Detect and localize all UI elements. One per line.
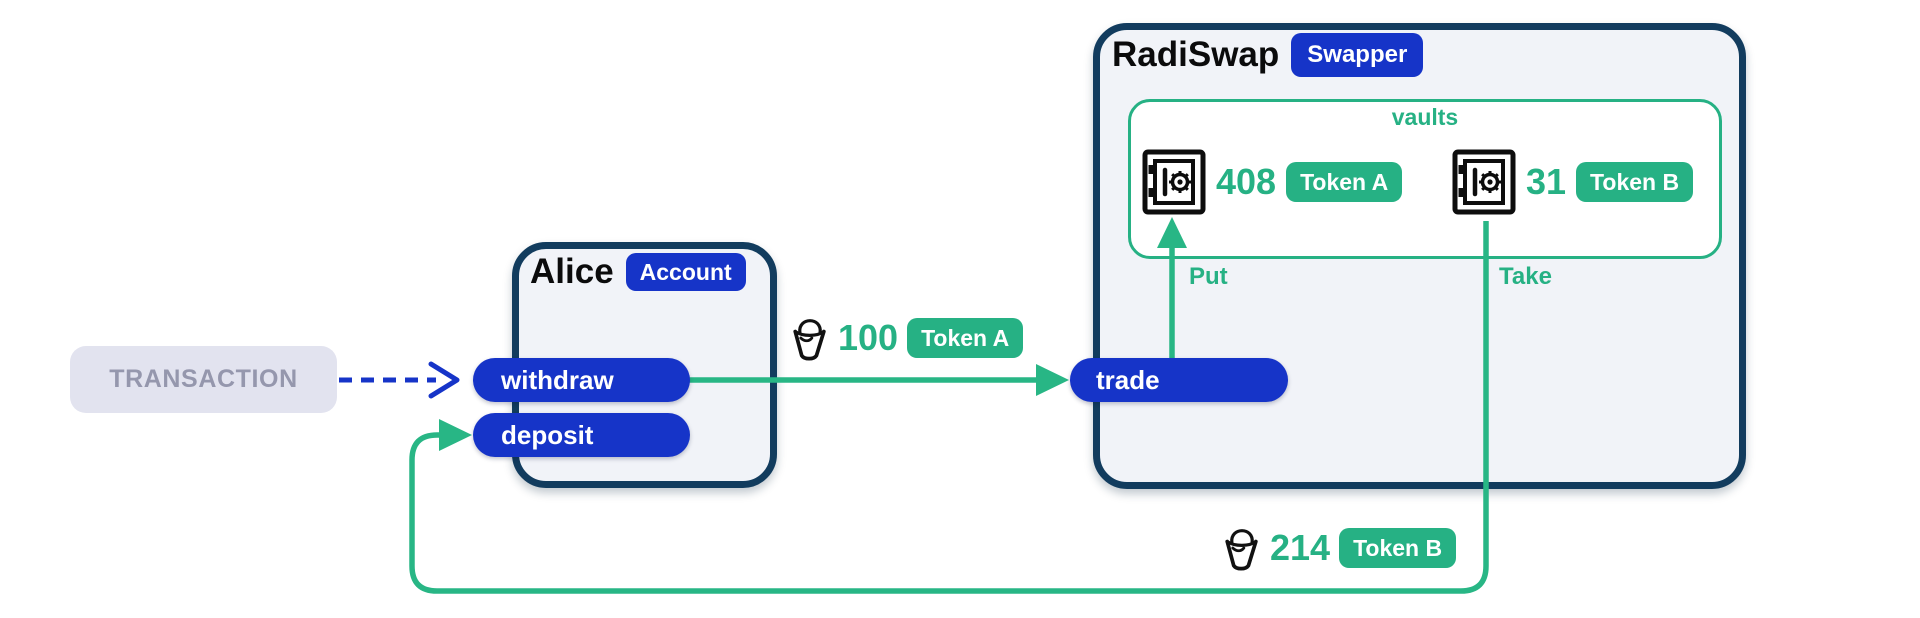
bucket-icon (1225, 529, 1258, 571)
vault-item-token-a: 408 Token A (1142, 148, 1403, 216)
flow-amount: 100 (838, 317, 899, 358)
flow-token-badge: Token B (1339, 528, 1457, 568)
radiswap-header: RadiSwap Swapper (1112, 33, 1424, 77)
withdraw-to-trade-arrowhead (1036, 364, 1069, 396)
flow-token-badge: Token A (907, 318, 1024, 358)
transaction-arrowhead (428, 361, 460, 399)
swapper-badge: Swapper (1291, 33, 1424, 77)
transaction-label-box: TRANSACTION (70, 346, 337, 413)
account-badge: Account (625, 253, 746, 291)
radiswap-title: RadiSwap (1112, 35, 1280, 74)
vault-item-token-b: 31 Token B (1452, 148, 1694, 216)
flow-amount-label: 100 Token A (791, 314, 1024, 362)
safe-icon (1142, 149, 1206, 215)
vaults-title: vaults (1391, 104, 1459, 130)
transaction-label: TRANSACTION (109, 365, 298, 393)
deposit-button[interactable]: deposit (473, 413, 690, 457)
safe-icon (1452, 149, 1516, 215)
flow-amount: 214 (1270, 527, 1331, 568)
alice-header: Alice Account (530, 252, 746, 292)
flow-amount-label: 214 Token B (1223, 524, 1457, 572)
vault-token-badge: Token A (1286, 162, 1403, 202)
bucket-icon (793, 319, 826, 361)
deposit-arrowhead (439, 419, 472, 451)
vault-amount: 31 (1526, 161, 1567, 202)
vault-amount: 408 (1216, 161, 1277, 202)
take-label: Take (1499, 263, 1552, 290)
vault-token-badge: Token B (1576, 162, 1694, 202)
withdraw-button[interactable]: withdraw (473, 358, 690, 402)
put-label: Put (1189, 263, 1228, 290)
trade-button[interactable]: trade (1070, 358, 1288, 402)
alice-title: Alice (530, 252, 614, 291)
